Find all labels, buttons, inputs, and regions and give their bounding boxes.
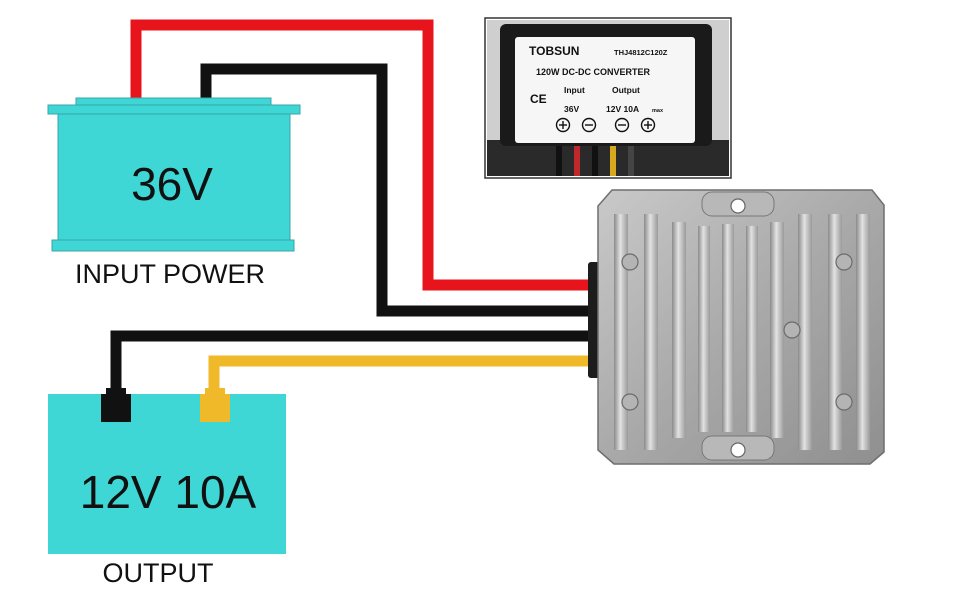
plus-icon — [640, 117, 656, 133]
heatsink-fins — [614, 214, 870, 450]
plus-icon — [555, 117, 571, 133]
output-positive-wire — [208, 355, 598, 398]
input-value: 36V — [564, 104, 579, 114]
output-negative-wire — [110, 330, 598, 400]
input-positive-wire — [130, 19, 598, 291]
input-voltage-label: 36V — [131, 158, 213, 210]
output-caption: OUTPUT — [103, 558, 214, 588]
wires — [110, 19, 598, 400]
mounting-screws — [621, 253, 853, 411]
input-heading: Input — [564, 85, 585, 95]
model-text: THJ4812C120Z — [614, 48, 668, 57]
input-negative-wire — [200, 63, 598, 317]
output-load: 12V 10A — [48, 388, 286, 554]
output-rating-label: 12V 10A — [80, 466, 257, 518]
input-power-supply: 36V — [47, 97, 301, 252]
converter-title: 120W DC-DC CONVERTER — [536, 67, 651, 77]
output-suffix: max — [652, 108, 664, 114]
minus-icon — [581, 117, 597, 133]
converter-label-photo: TOBSUN THJ4812C120Z 120W DC-DC CONVERTER… — [484, 17, 732, 179]
output-heading: Output — [612, 85, 640, 95]
output-positive-terminal — [200, 394, 230, 422]
output-negative-terminal — [101, 394, 131, 422]
brand-text: TOBSUN — [529, 44, 579, 58]
spec-label — [515, 37, 695, 143]
ce-mark: CE — [530, 92, 547, 106]
output-value: 12V 10A — [606, 104, 639, 114]
minus-icon — [614, 117, 630, 133]
input-power-caption: INPUT POWER — [75, 259, 265, 289]
dc-dc-converter-module — [588, 189, 885, 465]
